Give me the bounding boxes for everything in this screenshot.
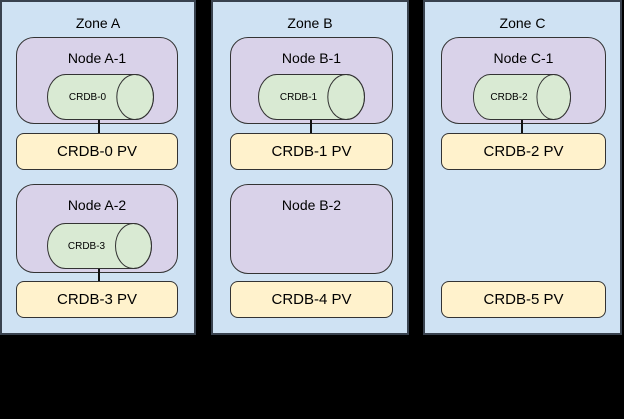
- zone-a-title: Zone A: [75, 15, 121, 31]
- node-b-2: Node B-2: [230, 184, 393, 274]
- pv-box-crdb-1: CRDB-1 PV: [230, 133, 393, 170]
- node-b-1-title: Node B-1: [281, 50, 342, 66]
- pv-crdb-5-label: CRDB-5 PV: [483, 291, 564, 308]
- pv-crdb-0-label: CRDB-0 PV: [56, 143, 138, 160]
- cylinder-crdb-2: CRDB-2: [473, 74, 571, 120]
- node-a-1-title: Node A-1: [67, 50, 127, 66]
- pv-box-crdb-5: CRDB-5 PV: [441, 281, 606, 318]
- zone-a: Zone A Node A-1 CRDB-0 CRDB-0 PV Node A-…: [0, 0, 196, 335]
- db-cylinder-icon: [47, 74, 154, 120]
- cylinder-crdb-3-label: CRDB-3: [67, 240, 106, 252]
- pv-box-crdb-0: CRDB-0 PV: [16, 133, 178, 170]
- cylinder-crdb-0-label: CRDB-0: [68, 91, 107, 103]
- node-b-2-title: Node B-2: [281, 197, 342, 213]
- cylinder-crdb-1: CRDB-1: [258, 74, 365, 120]
- node-a-1: Node A-1 CRDB-0: [16, 37, 178, 124]
- cylinder-crdb-2-label: CRDB-2: [490, 91, 528, 103]
- connector-line: [310, 120, 312, 133]
- pv-box-crdb-4: CRDB-4 PV: [230, 281, 393, 318]
- node-a-2: Node A-2 CRDB-3: [16, 184, 178, 273]
- node-c-1-title: Node C-1: [493, 50, 554, 66]
- connector-line: [98, 120, 100, 133]
- pv-crdb-1-label: CRDB-1 PV: [271, 143, 352, 160]
- cylinder-crdb-3: CRDB-3: [47, 223, 152, 269]
- node-c-1: Node C-1 CRDB-2: [441, 37, 606, 124]
- node-a-2-title: Node A-2: [67, 197, 127, 213]
- pv-crdb-2-label: CRDB-2 PV: [483, 143, 564, 160]
- zone-c-title: Zone C: [499, 15, 546, 31]
- db-cylinder-icon: [47, 223, 152, 269]
- zone-b: Zone B Node B-1 CRDB-1 CRDB-1 PV Node B-…: [211, 0, 409, 335]
- db-cylinder-icon: [258, 74, 365, 120]
- zone-b-title: Zone B: [287, 15, 333, 31]
- zone-c: Zone C Node C-1 CRDB-2 CRDB-2 PV CRDB-5 …: [423, 0, 622, 335]
- pv-crdb-3-label: CRDB-3 PV: [56, 291, 138, 308]
- cylinder-crdb-0: CRDB-0: [47, 74, 154, 120]
- connector-line: [98, 269, 100, 281]
- pv-crdb-4-label: CRDB-4 PV: [271, 291, 352, 308]
- pv-box-crdb-2: CRDB-2 PV: [441, 133, 606, 170]
- pv-box-crdb-3: CRDB-3 PV: [16, 281, 178, 318]
- connector-line: [521, 120, 523, 133]
- node-b-1: Node B-1 CRDB-1: [230, 37, 393, 124]
- cylinder-crdb-1-label: CRDB-1: [279, 91, 318, 103]
- db-cylinder-icon: [473, 74, 571, 120]
